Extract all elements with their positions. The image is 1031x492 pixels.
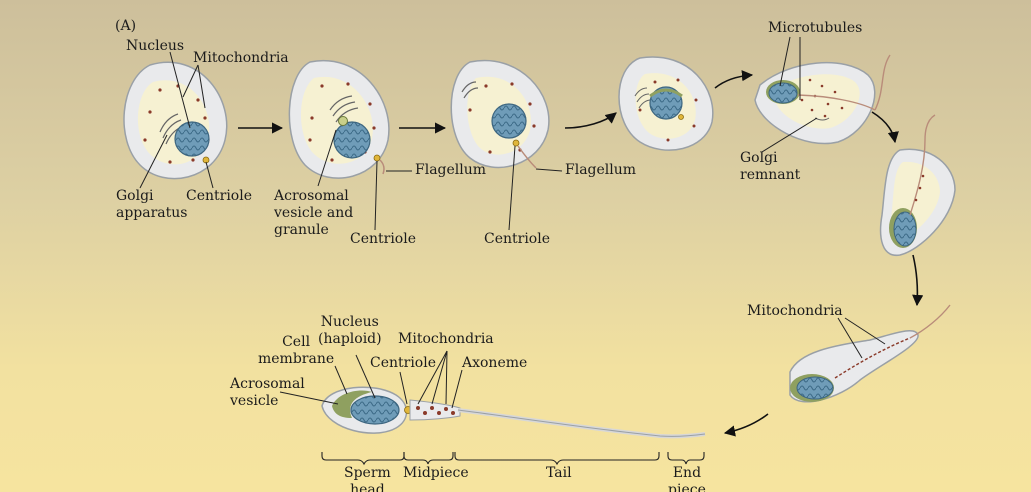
label-golgi-remnant: Golgi remnant [740,150,801,183]
bracket-tail [454,452,660,466]
label-centriole-3: Centriole [484,231,551,247]
label-cell-membrane: Cell membrane [258,334,335,367]
centriole-3 [512,139,520,147]
label-centriole-1: Centriole [186,188,253,204]
cell-stage-5 [754,54,891,145]
bracket-midpiece [403,452,454,465]
label-centriole-2: Centriole [350,231,417,247]
leader-lines [139,36,886,409]
label-nucleus: Nucleus [126,38,185,54]
cell-stage-2 [288,59,390,179]
nucleus-3 [491,103,527,139]
bracket-end-piece [667,452,705,465]
label-sperm-centriole: Centriole [370,355,437,371]
label-axoneme: Axoneme [462,355,528,371]
mature-sperm [321,386,706,439]
sperm-nucleus [350,395,400,425]
label-end-piece: End piece [668,465,706,492]
label-microtubules: Microtubules [768,20,863,36]
label-sperm-nucleus: Nucleus (haploid) [318,314,382,347]
nucleus-2 [333,121,371,159]
label-acrosomal-vesicle: Acrosomal vesicle [230,376,305,409]
label-mitochondria-late: Mitochondria [747,303,843,319]
nucleus-1 [174,121,210,157]
label-mitochondria: Mitochondria [193,50,289,66]
cell-stage-1 [123,61,228,180]
label-midpiece: Midpiece [403,465,469,481]
cell-stage-7 [789,304,951,403]
acrosomal-granule-2 [338,116,348,126]
cell-stage-4 [618,56,714,151]
label-sperm-head: Sperm head [344,465,391,492]
label-tail: Tail [546,465,572,481]
label-sperm-mitochondria: Mitochondria [398,331,494,347]
nucleus-4 [649,86,683,120]
label-flagellum-1: Flagellum [415,162,487,178]
bracket-sperm-head [321,452,405,466]
label-acrosomal-vesicle-granule: Acrosomal vesicle and granule [274,188,354,238]
cell-stage-6 [879,114,956,256]
process-arrows [238,70,924,437]
region-brackets [321,452,705,466]
panel-letter: (A) [115,18,137,34]
cell-stage-3 [450,59,550,169]
centriole-2 [373,154,381,162]
label-golgi-apparatus: Golgi apparatus [116,188,188,221]
label-flagellum-2: Flagellum [565,162,637,178]
